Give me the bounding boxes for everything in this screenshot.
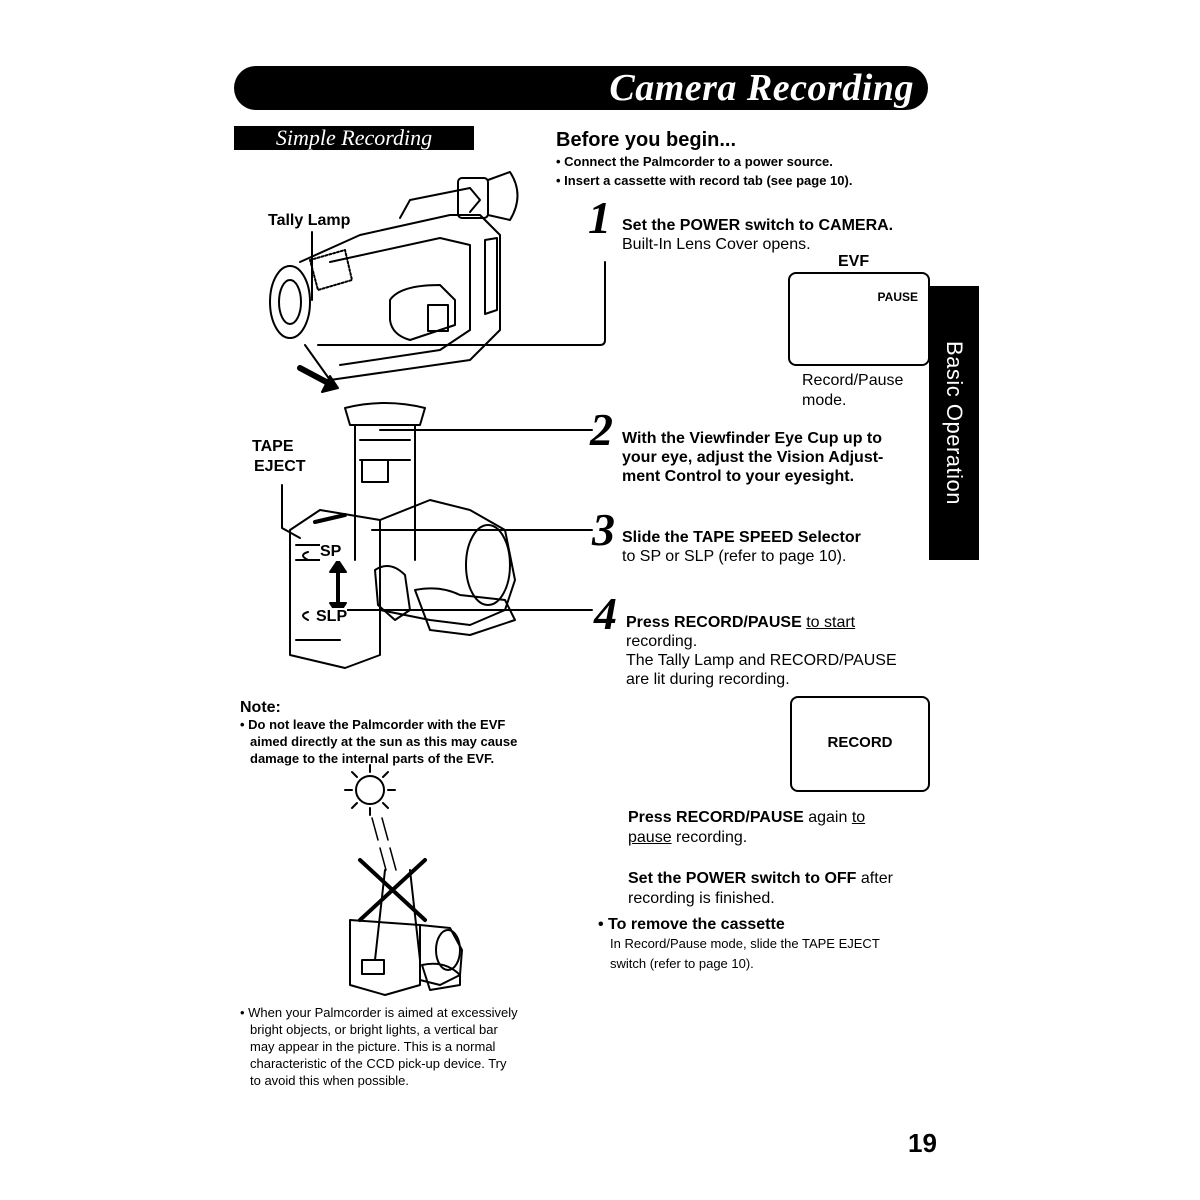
- before-bullet-1: • Connect the Palmcorder to a power sour…: [556, 154, 833, 169]
- step-4-number: 4: [594, 588, 617, 639]
- note-line-2: aimed directly at the sun as this may ca…: [250, 734, 518, 749]
- press-again-to: to: [851, 809, 866, 826]
- evf-screen-pause: PAUSE: [788, 272, 930, 366]
- evf-record-text: RECORD: [827, 734, 893, 751]
- bright-note-line-1: • When your Palmcorder is aimed at exces…: [240, 1005, 518, 1020]
- step-2-line-1: With the Viewfinder Eye Cup up to: [622, 430, 883, 447]
- remove-line-1: In Record/Pause mode, slide the TAPE EJE…: [610, 936, 880, 951]
- section-heading: Simple Recording: [234, 126, 474, 150]
- tally-lamp-label: Tally Lamp: [268, 212, 351, 229]
- step-2-line-2: your eye, adjust the Vision Adjust-: [622, 449, 884, 466]
- step-4-bold: Press RECORD/PAUSE: [626, 614, 802, 631]
- camcorder-side-illustration: [269, 171, 519, 381]
- step-4-line-2: recording.: [626, 633, 698, 650]
- step-1-subtext: Built-In Lens Cover opens.: [622, 236, 811, 253]
- before-bullet-2: • Insert a cassette with record tab (see…: [556, 173, 853, 188]
- power-off-line-1: Set the POWER switch to OFF after: [628, 869, 893, 889]
- slp-label: SLP: [316, 608, 348, 626]
- remove-line-2: switch (refer to page 10).: [610, 956, 754, 971]
- power-off-bold: Set the POWER switch to OFF: [628, 870, 857, 887]
- sp-label: SP: [320, 543, 342, 561]
- step-2-number: 2: [590, 404, 613, 455]
- press-again-rest: again: [803, 809, 852, 826]
- step-2-line-3: ment Control to your eyesight.: [622, 468, 855, 485]
- camcorder-back-illustration: [289, 402, 516, 669]
- page-title: Camera Recording: [609, 67, 914, 109]
- page-number: 19: [908, 1128, 937, 1158]
- step-3-number: 3: [592, 504, 615, 555]
- remove-heading: • To remove the cassette: [598, 916, 785, 933]
- note-line-1: • Do not leave the Palmcorder with the E…: [240, 717, 506, 732]
- evf-caption-1: Record/Pause: [802, 372, 904, 389]
- before-heading: Before you begin...: [556, 129, 737, 151]
- step-4-underline: to start: [806, 614, 856, 631]
- evf-label: EVF: [838, 253, 870, 270]
- step-4-text: Press RECORD/PAUSE to start: [626, 613, 855, 633]
- step-3-subtext: to SP or SLP (refer to page 10).: [622, 548, 847, 565]
- step-4-line-4: are lit during recording.: [626, 671, 790, 688]
- power-off-line-2: recording is finished.: [628, 890, 775, 907]
- bright-note-line-5: to avoid this when possible.: [250, 1073, 409, 1088]
- note-line-3: damage to the internal parts of the EVF.: [250, 751, 495, 766]
- title-banner: Camera Recording: [234, 66, 928, 110]
- step-4-line-3: The Tally Lamp and RECORD/PAUSE: [626, 652, 897, 669]
- press-again-line-1: Press RECORD/PAUSE again to: [628, 808, 865, 828]
- evf-screen-record: RECORD: [790, 696, 930, 792]
- evf-caption-2: mode.: [802, 392, 847, 409]
- step-1-text: Set the POWER switch to CAMERA.: [622, 217, 894, 234]
- note-heading: Note:: [240, 699, 281, 716]
- step-1-number: 1: [588, 192, 611, 243]
- bright-note-line-3: may appear in the picture. This is a nor…: [250, 1039, 496, 1054]
- press-again-bold: Press RECORD/PAUSE: [628, 809, 804, 826]
- eject-label: EJECT: [254, 458, 306, 475]
- press-again-pause: pause: [628, 829, 672, 846]
- sun-icon: [344, 764, 396, 816]
- bright-note-line-4: characteristic of the CCD pick-up device…: [250, 1056, 507, 1071]
- press-again-rest-2: recording.: [671, 829, 748, 846]
- evf-pause-text: PAUSE: [877, 290, 918, 304]
- power-off-rest: after: [856, 870, 893, 887]
- tape-label: TAPE: [252, 438, 294, 455]
- press-again-line-2: pause recording.: [628, 828, 747, 848]
- camcorder-sun-warning-illustration: [349, 869, 463, 996]
- bright-note-line-2: bright objects, or bright lights, a vert…: [250, 1022, 498, 1037]
- side-tab: Basic Operation: [929, 286, 979, 560]
- step-3-text: Slide the TAPE SPEED Selector: [622, 529, 861, 546]
